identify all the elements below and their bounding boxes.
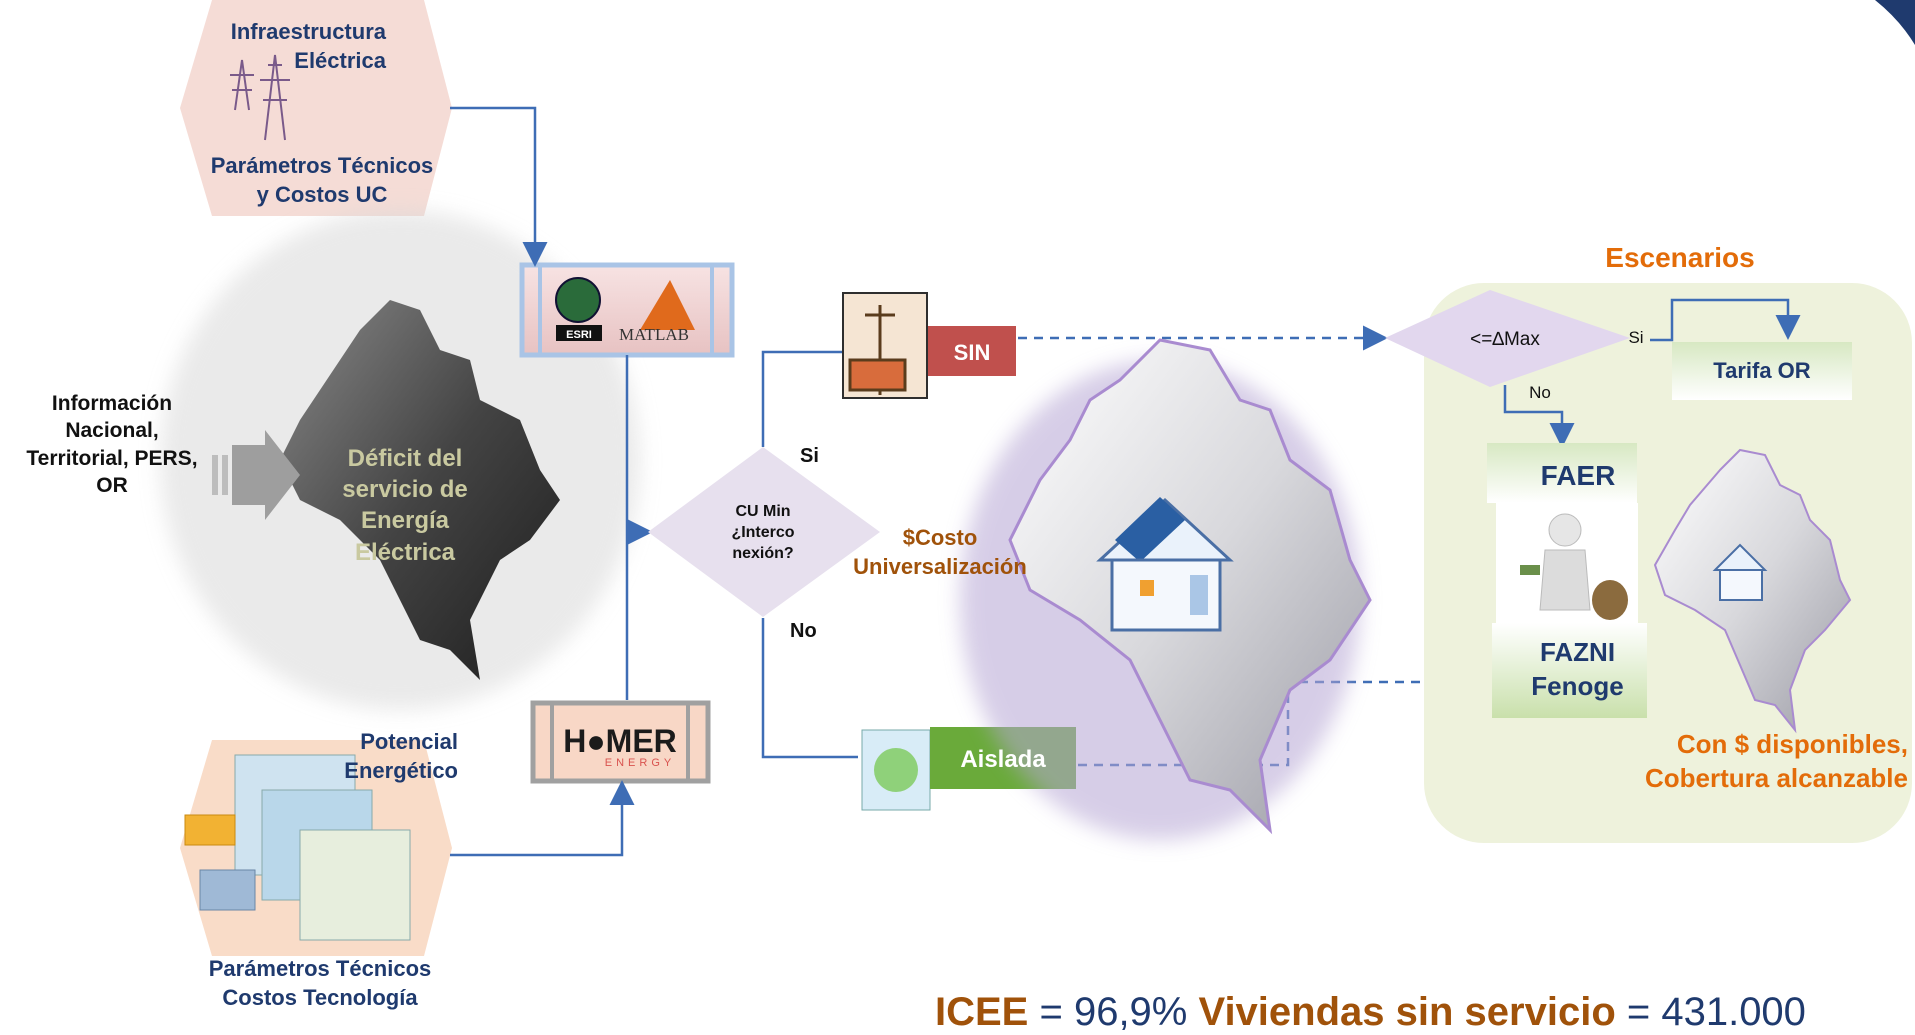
esri-label: ESRI bbox=[566, 329, 592, 341]
connectors bbox=[450, 106, 858, 857]
scenarios-title: Escenarios bbox=[1605, 242, 1755, 273]
fazni-box bbox=[1492, 623, 1647, 718]
footer-stats: ICEE = 96,9% Viviendas sin servicio = 43… bbox=[935, 990, 1806, 1035]
energy-maps-icon bbox=[184, 754, 411, 941]
homer-box bbox=[530, 700, 711, 784]
scenario-yes-label: Si bbox=[1628, 328, 1643, 347]
scenario-connectors bbox=[1503, 298, 1801, 448]
decision-yes: Si bbox=[800, 445, 819, 467]
icee-value: = 96,9% bbox=[1028, 990, 1199, 1034]
params-tech-label: Parámetros Técnicos Costos Tecnología bbox=[208, 956, 432, 1010]
info-nacional: Información Nacional, Territorial, PERS,… bbox=[26, 392, 198, 497]
solar-house-icon bbox=[1096, 497, 1234, 632]
decision-question: CU Min ¿Interco nexión? bbox=[731, 503, 795, 562]
matlab-label: MATLAB bbox=[619, 325, 689, 344]
delta-label: <=∆Max bbox=[1470, 329, 1540, 350]
person-money-icon bbox=[1520, 513, 1628, 620]
homer-sub-label: ENERGY bbox=[605, 757, 675, 769]
infra-hexagon bbox=[180, 0, 452, 216]
deficit-label: Déficit del servicio de Energía Eléctric… bbox=[342, 445, 468, 566]
viviendas-value: = 431.000 bbox=[1615, 990, 1806, 1034]
aislada-label: Aislada bbox=[960, 746, 1046, 773]
faer-box bbox=[1487, 443, 1637, 503]
sin-box bbox=[928, 326, 1016, 376]
mini-house-icon bbox=[1712, 543, 1768, 601]
infra-params: Parámetros Técnicos y Costos UC bbox=[210, 153, 434, 207]
cost-label: $Costo Universalización bbox=[853, 525, 1027, 579]
scenarios-summary: Con $ disponibles, Cobertura alcanzable bbox=[1645, 729, 1908, 793]
infra-title: Infraestructura Eléctrica bbox=[230, 19, 386, 73]
potencial-label: Potencial Energético bbox=[344, 729, 458, 783]
viviendas-label: Viviendas sin servicio bbox=[1198, 990, 1616, 1034]
sin-label: SIN bbox=[954, 340, 991, 365]
icee-label: ICEE bbox=[935, 990, 1029, 1034]
colombia-dark-map bbox=[280, 300, 560, 680]
faer-label: FAER bbox=[1541, 460, 1616, 491]
input-arrow-icon bbox=[212, 430, 300, 520]
power-tower-icon bbox=[230, 54, 290, 141]
homer-logo: H●MER bbox=[563, 723, 677, 759]
tarifa-button bbox=[1672, 342, 1852, 400]
delta-diamond bbox=[1385, 290, 1630, 387]
decision-diamond bbox=[648, 447, 880, 617]
corner-decoration bbox=[1875, 0, 1915, 45]
fazni-label: FAZNI Fenoge bbox=[1531, 637, 1624, 701]
decision-no: No bbox=[790, 620, 817, 642]
scenario-no-label: No bbox=[1529, 383, 1551, 402]
tarifa-label: Tarifa OR bbox=[1713, 358, 1811, 383]
